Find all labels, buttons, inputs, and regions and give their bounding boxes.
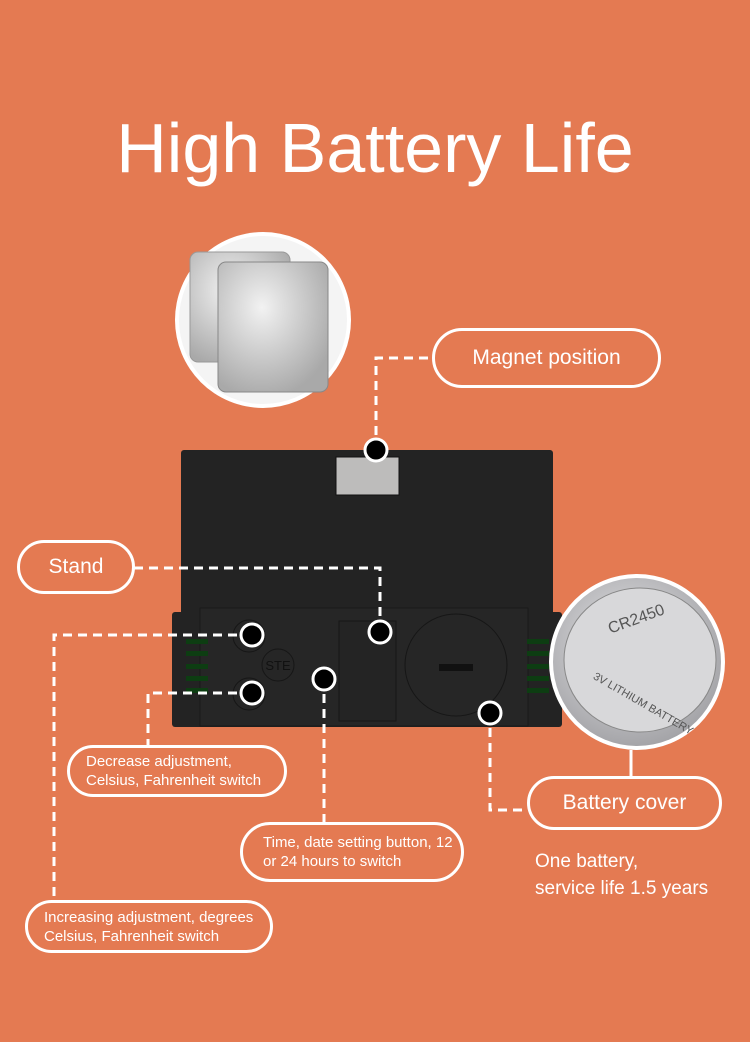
time-button-label: Time, date setting button, 12 or 24 hour… <box>240 822 464 882</box>
magnet-photo <box>175 232 351 408</box>
battery-note: One battery, service life 1.5 years <box>535 848 708 902</box>
callout-lines <box>52 356 633 900</box>
coin-battery-photo: CR2450 3V LITHIUM BATTERY <box>549 574 725 750</box>
battery-cover-label: Battery cover <box>527 776 722 830</box>
increase-button-label: Increasing adjustment, degrees Celsius, … <box>25 900 273 953</box>
battery-note-line: One battery, <box>535 851 639 872</box>
callout-dots <box>239 437 503 726</box>
thermometer-device-back <box>172 450 562 727</box>
stand-label: Stand <box>17 540 135 594</box>
page-title: High Battery Life <box>116 109 634 187</box>
battery-note-line: service life 1.5 years <box>535 878 709 899</box>
decrease-button-label: Decrease adjustment, Celsius, Fahrenheit… <box>67 745 287 797</box>
ste-button-label: STE <box>265 658 291 673</box>
magnet-position-label: Magnet position <box>432 328 661 388</box>
